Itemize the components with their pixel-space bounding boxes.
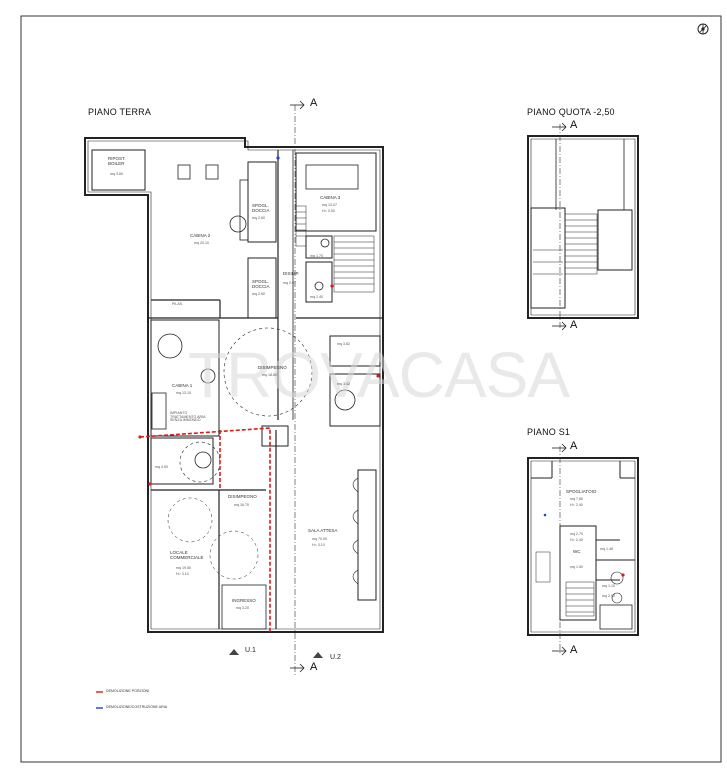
section-mark-ground-bottom: A: [310, 661, 318, 673]
room-bagno-area: mq 4.50: [155, 465, 168, 469]
room-spogl-doccia2-name: SPOGL. DOCCIA: [252, 279, 270, 289]
room-s1-a3-area: mq 1.50: [570, 565, 583, 569]
ground-floor-plan: [84, 137, 384, 633]
room-disimpegno-lower-area: mq 16.70: [234, 503, 249, 507]
exit-u2-label: U.2: [330, 654, 341, 661]
stairs-ground: [295, 205, 375, 293]
legend-swatches: [96, 691, 103, 709]
room-s1-a4-area: mq 2.00: [602, 594, 615, 598]
room-disimpegno-lower-name: DISIMPEGNO: [228, 494, 257, 499]
section-mark-mezz-top: A: [570, 119, 578, 131]
section-arrow-basement-bottom: [552, 646, 567, 656]
sheet-border: [20, 15, 722, 763]
room-sala-area: mq 70.00: [312, 537, 327, 541]
exit-u1-label: U.1: [245, 647, 256, 654]
room-wc2-area: mq 1.40: [310, 295, 323, 299]
room-cabina2-name: CABINA 2: [190, 233, 211, 238]
basement-red-marks: [543, 513, 625, 577]
room-spogl-doccia2-area: mq 2.60: [252, 292, 265, 296]
exit-u1-marker: [229, 649, 239, 655]
title-ground: PIANO TERRA: [88, 107, 152, 117]
room-sala-name: SALA ATTESA: [308, 528, 338, 533]
room-ripostiglio-area: mq 3.60: [110, 172, 123, 176]
room-cabina2-area: mq 20.10: [194, 241, 209, 245]
section-arrow-basement-top: [552, 443, 567, 453]
section-arrow-mezz-top: [552, 122, 567, 132]
room-ingresso-area: mq 3.20: [236, 606, 249, 610]
room-disimp-small-area: mq 2.67: [283, 281, 296, 285]
pilaster-label: PILAS.: [172, 302, 184, 306]
section-arrow-mezz-bottom: [552, 321, 567, 331]
room-spogliatoio-name: SPOGLIATOIO: [566, 489, 597, 494]
room-locale-name: LOCALE COMMERCIALE: [170, 550, 204, 560]
legend-red-label: DEMOLIZIONE PORZIONI: [106, 689, 150, 693]
room-s1-a1-area: mq 2.70: [570, 532, 583, 536]
section-mark-ground-top: A: [310, 97, 318, 109]
title-basement: PIANO S1: [527, 427, 571, 437]
room-s1-wc-name: WC: [573, 549, 581, 554]
room-spogliatoio-h: H= 2.40: [570, 503, 583, 507]
room-disimp-small-name: DISIMP.: [283, 271, 300, 276]
room-cabina3-h: H= 3.00: [322, 209, 335, 213]
section-mark-mezz-bottom: A: [570, 319, 578, 331]
room-cabina1-name: CABINA 1: [172, 383, 193, 388]
basement-plan: [527, 457, 639, 636]
room-wc1-area: mq 1.70: [310, 254, 323, 258]
room-s1-a1-h: H= 2.40: [570, 538, 583, 542]
room-wc3-area: mq 3.42: [337, 382, 350, 386]
room-locale-area: mq 19.50: [176, 566, 191, 570]
room-disimpegno-center-name: DISIMPEGNO: [258, 365, 287, 370]
compass-icon: [697, 23, 709, 35]
title-mezzanine: PIANO QUOTA -2,50: [527, 107, 615, 117]
section-arrow-bottom: [290, 663, 305, 673]
room-s1-a2-area: mq 1.48: [600, 547, 613, 551]
room-cabina1-area: mq 13.10: [176, 391, 191, 395]
cabina1-room: [150, 319, 220, 437]
room-small-area: mq 3.82: [337, 342, 350, 346]
section-arrow-top: [290, 100, 305, 110]
ripostiglio-room: [91, 149, 146, 191]
mezzanine-plan: [527, 135, 639, 319]
room-cabina3-area: mq 13.07: [322, 203, 337, 207]
legend-blue-label: DEMOLIZIONE/COSTRUZIONE ARIA: [106, 705, 168, 709]
room-s1-wc-area: mq 1.10: [602, 584, 615, 588]
room-sala-h: H= 3.10: [312, 543, 325, 547]
watermark: TROVACASA: [188, 339, 570, 411]
room-spogliatoio-area: mq 7.80: [570, 497, 583, 501]
room-spogl-doccia1-area: mq 2.60: [252, 216, 265, 220]
room-spogl-doccia1-name: SPOGL. DOCCIA: [252, 203, 270, 213]
section-mark-basement-bottom: A: [570, 644, 578, 656]
demolition-lines: [138, 156, 380, 632]
impianto-label: IMPIANTO TRATTAMENTO ARIA SENZA IMMONDO: [170, 411, 206, 423]
exit-u2-marker: [313, 652, 323, 658]
room-disimpegno-center-area: mq 18.60: [262, 373, 277, 377]
room-ingresso-name: INGRESSO: [232, 598, 256, 603]
room-ripostiglio-name: RIPOST. BOILER: [108, 156, 126, 166]
section-mark-basement-top: A: [570, 440, 578, 452]
room-cabina3-name: CABINA 3: [320, 195, 341, 200]
room-locale-h: H= 3.10: [176, 572, 189, 576]
